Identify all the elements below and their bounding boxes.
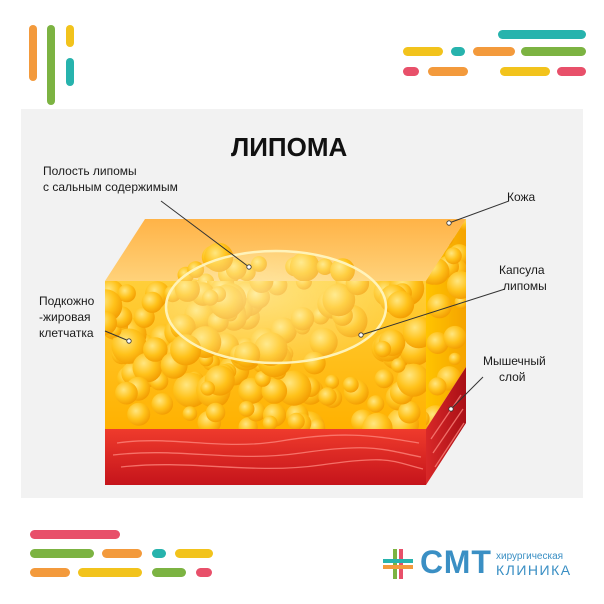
label-muscle-line2: слой — [499, 370, 526, 384]
fat-cell — [445, 247, 462, 265]
label-subcutaneous-line3: клетчатка — [39, 326, 94, 340]
muscle-front-face — [105, 429, 426, 485]
label-skin: Кожа — [507, 190, 536, 204]
decor-bar — [152, 568, 186, 577]
fat-cell — [427, 293, 452, 319]
decor-bar — [557, 67, 586, 76]
decor-bar — [47, 25, 55, 105]
pointer-dot — [446, 220, 452, 226]
fat-cell — [386, 290, 415, 319]
label-muscle-line1: Мышечный — [483, 354, 546, 368]
label-cavity-line1: Полость липомы — [43, 164, 137, 178]
decor-bar — [500, 67, 550, 76]
fat-cell — [151, 393, 174, 415]
fat-cell — [262, 415, 278, 429]
fat-cell — [238, 417, 258, 429]
decor-bar — [78, 568, 142, 577]
decor-bar — [451, 47, 465, 56]
decor-bar — [66, 25, 74, 47]
pointer-muscle — [450, 376, 484, 410]
fat-cell — [374, 369, 394, 389]
decor-bar — [428, 67, 468, 76]
fat-cell — [396, 363, 426, 397]
pointer-dot — [358, 332, 364, 338]
label-capsule-line1: Капсула — [499, 263, 545, 277]
brand-abbreviation: СМТ — [420, 544, 492, 580]
fat-cell — [205, 402, 226, 423]
pointer-dot — [126, 338, 132, 344]
fat-cell — [105, 289, 123, 322]
decor-bar — [30, 530, 120, 539]
fat-cell — [342, 376, 359, 393]
pointer-subcutaneous — [104, 330, 130, 342]
fat-cell — [105, 311, 117, 335]
muscle-fibers — [112, 394, 465, 470]
fat-cell — [391, 358, 406, 373]
fat-cell — [428, 377, 447, 396]
decor-bar — [66, 58, 74, 86]
decor-bar — [29, 25, 37, 81]
brand-subtitle-bottom: КЛИНИКА — [496, 562, 572, 578]
lipoma-capsule — [164, 249, 388, 365]
decor-bar — [152, 549, 166, 558]
fat-cell — [143, 337, 168, 362]
label-capsule-line2: липомы — [503, 279, 547, 293]
decor-bar — [175, 549, 213, 558]
fat-cell — [127, 402, 151, 426]
muscle-side-face — [426, 367, 466, 485]
pointer-dot — [448, 406, 454, 412]
fat-cell — [115, 381, 138, 405]
fat-cell — [182, 406, 198, 421]
fat-cell — [448, 352, 461, 365]
fat-cell — [398, 401, 421, 424]
label-subcutaneous-line2: -жировая — [39, 310, 91, 324]
decor-bar — [30, 549, 94, 558]
fat-cell — [443, 325, 466, 349]
fat-cell — [324, 374, 340, 389]
fat-cell — [362, 412, 393, 429]
brand-subtitle-top: хирургическая — [496, 551, 564, 562]
fat-cell — [402, 316, 426, 349]
label-cavity-line2: с сальным содержимым — [43, 180, 178, 194]
decor-bar — [102, 549, 142, 558]
fat-cell — [287, 412, 305, 429]
fat-cell — [238, 401, 255, 417]
fat-cell — [307, 418, 326, 429]
decor-bar — [498, 30, 586, 39]
fat-cell — [117, 284, 136, 303]
medical-cross-icon — [383, 549, 413, 579]
decor-bar — [196, 568, 212, 577]
fat-cell — [200, 381, 215, 396]
diagram-title: ЛИПОМА — [231, 132, 348, 162]
pointer-cavity — [160, 200, 250, 268]
fat-cell — [446, 271, 466, 300]
fat-cell — [374, 340, 392, 358]
decor-bar — [521, 47, 586, 56]
decor-bar — [30, 568, 70, 577]
pointer-dot — [246, 264, 252, 270]
fat-cell — [457, 219, 466, 231]
fat-cell — [318, 387, 337, 406]
decor-bar — [403, 47, 443, 56]
fat-cell — [141, 291, 163, 313]
decor-bar — [473, 47, 515, 56]
label-subcutaneous-line1: Подкожно — [39, 294, 95, 308]
pointer-capsule — [360, 288, 506, 336]
fat-cell — [454, 295, 466, 309]
lipoma-diagram: ЛИПОМА Полость липомы с сальным содержим… — [39, 132, 547, 485]
fat-cell — [367, 395, 385, 413]
pointer-skin — [448, 200, 510, 224]
fat-cell — [426, 332, 449, 354]
decor-bar — [403, 67, 419, 76]
